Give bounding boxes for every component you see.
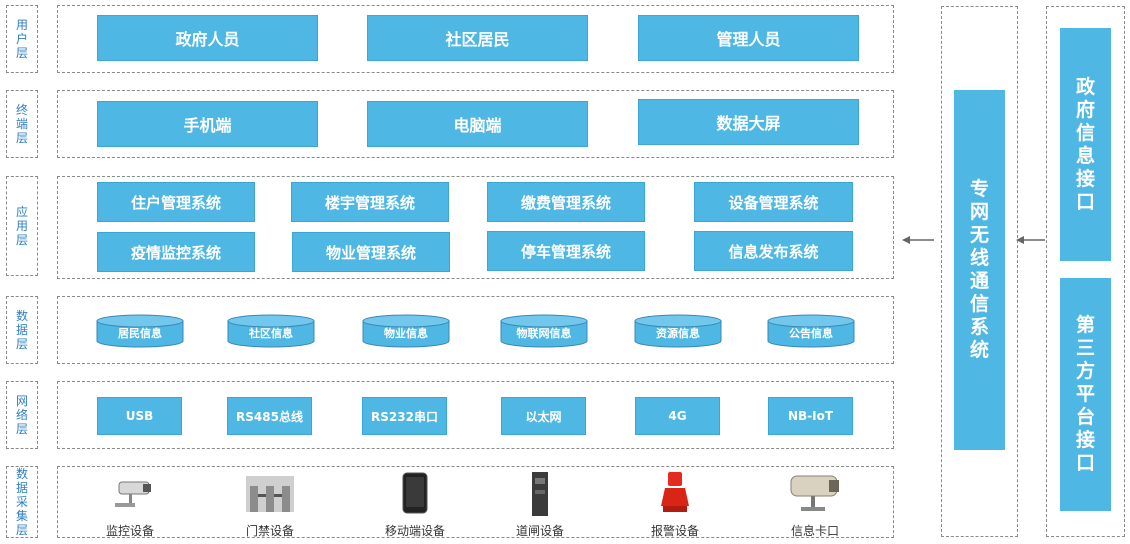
net-rs485: RS485总线 — [227, 397, 312, 435]
device-mobile: 移动端设备 — [360, 472, 470, 538]
app-building-management: 楼宇管理系统 — [291, 182, 449, 222]
db-announcement-info: 公告信息 — [767, 314, 855, 348]
database-cylinder-icon — [227, 314, 315, 348]
arrow-left-icon — [902, 236, 934, 244]
application-layer-frame — [57, 176, 894, 279]
terminal-big-screen: 数据大屏 — [638, 99, 859, 145]
device-surveillance: 监控设备 — [75, 472, 185, 538]
terminal-pc: 电脑端 — [367, 101, 588, 147]
layer-label-application: 应用层 — [6, 176, 38, 276]
private-wireless-system: 专网无线通信系统 — [954, 90, 1005, 450]
net-4g: 4G — [635, 397, 720, 435]
app-device-management: 设备管理系统 — [694, 182, 853, 222]
app-info-publishing: 信息发布系统 — [694, 231, 853, 271]
db-resource-info: 资源信息 — [634, 314, 722, 348]
terminal-layer-frame — [57, 90, 894, 158]
database-cylinder-icon — [500, 314, 588, 348]
user-managers: 管理人员 — [638, 15, 859, 61]
turnstile-gate-icon — [246, 476, 294, 512]
network-layer-frame — [57, 381, 894, 449]
layer-label-network: 网络层 — [6, 381, 38, 449]
arrow-left-icon — [1016, 236, 1045, 244]
user-layer-frame — [57, 5, 894, 73]
third-party-interface: 第三方平台接口 — [1060, 278, 1111, 511]
db-resident-info: 居民信息 — [96, 314, 184, 348]
barrier-gate-icon — [532, 472, 548, 516]
database-cylinder-icon — [767, 314, 855, 348]
net-usb: USB — [97, 397, 182, 435]
collection-layer-frame — [57, 466, 894, 538]
device-checkpoint: 信息卡口 — [760, 472, 870, 538]
net-nb-iot: NB-IoT — [768, 397, 853, 435]
app-property-management: 物业管理系统 — [292, 232, 450, 272]
database-cylinder-icon — [362, 314, 450, 348]
government-interface: 政府信息接口 — [1060, 28, 1111, 261]
layer-label-data: 数据层 — [6, 296, 38, 364]
database-cylinder-icon — [634, 314, 722, 348]
user-government-staff: 政府人员 — [97, 15, 318, 61]
alarm-siren-icon — [661, 472, 689, 512]
surveillance-camera-icon — [115, 481, 151, 507]
layer-label-collection: 数据采集层 — [6, 466, 38, 538]
db-iot-info: 物联网信息 — [500, 314, 588, 348]
database-cylinder-icon — [96, 314, 184, 348]
app-parking-management: 停车管理系统 — [487, 231, 645, 271]
data-layer-frame — [57, 296, 894, 364]
app-epidemic-monitoring: 疫情监控系统 — [97, 232, 255, 272]
db-property-info: 物业信息 — [362, 314, 450, 348]
net-rs232: RS232串口 — [362, 397, 447, 435]
net-ethernet: 以太网 — [501, 397, 586, 435]
user-community-residents: 社区居民 — [367, 15, 588, 61]
device-barrier-gate: 道闸设备 — [485, 472, 595, 538]
app-payment-management: 缴费管理系统 — [487, 182, 645, 222]
mobile-phone-icon — [402, 472, 428, 514]
device-access-control: 门禁设备 — [215, 472, 325, 538]
terminal-mobile: 手机端 — [97, 101, 318, 147]
layer-label-user: 用户层 — [6, 5, 38, 73]
device-alarm: 报警设备 — [620, 472, 730, 538]
layer-label-terminal: 终端层 — [6, 90, 38, 158]
checkpoint-camera-icon — [790, 475, 839, 511]
db-community-info: 社区信息 — [227, 314, 315, 348]
middle-column-frame — [941, 6, 1018, 537]
right-column-frame — [1046, 6, 1125, 537]
app-resident-management: 住户管理系统 — [97, 182, 255, 222]
